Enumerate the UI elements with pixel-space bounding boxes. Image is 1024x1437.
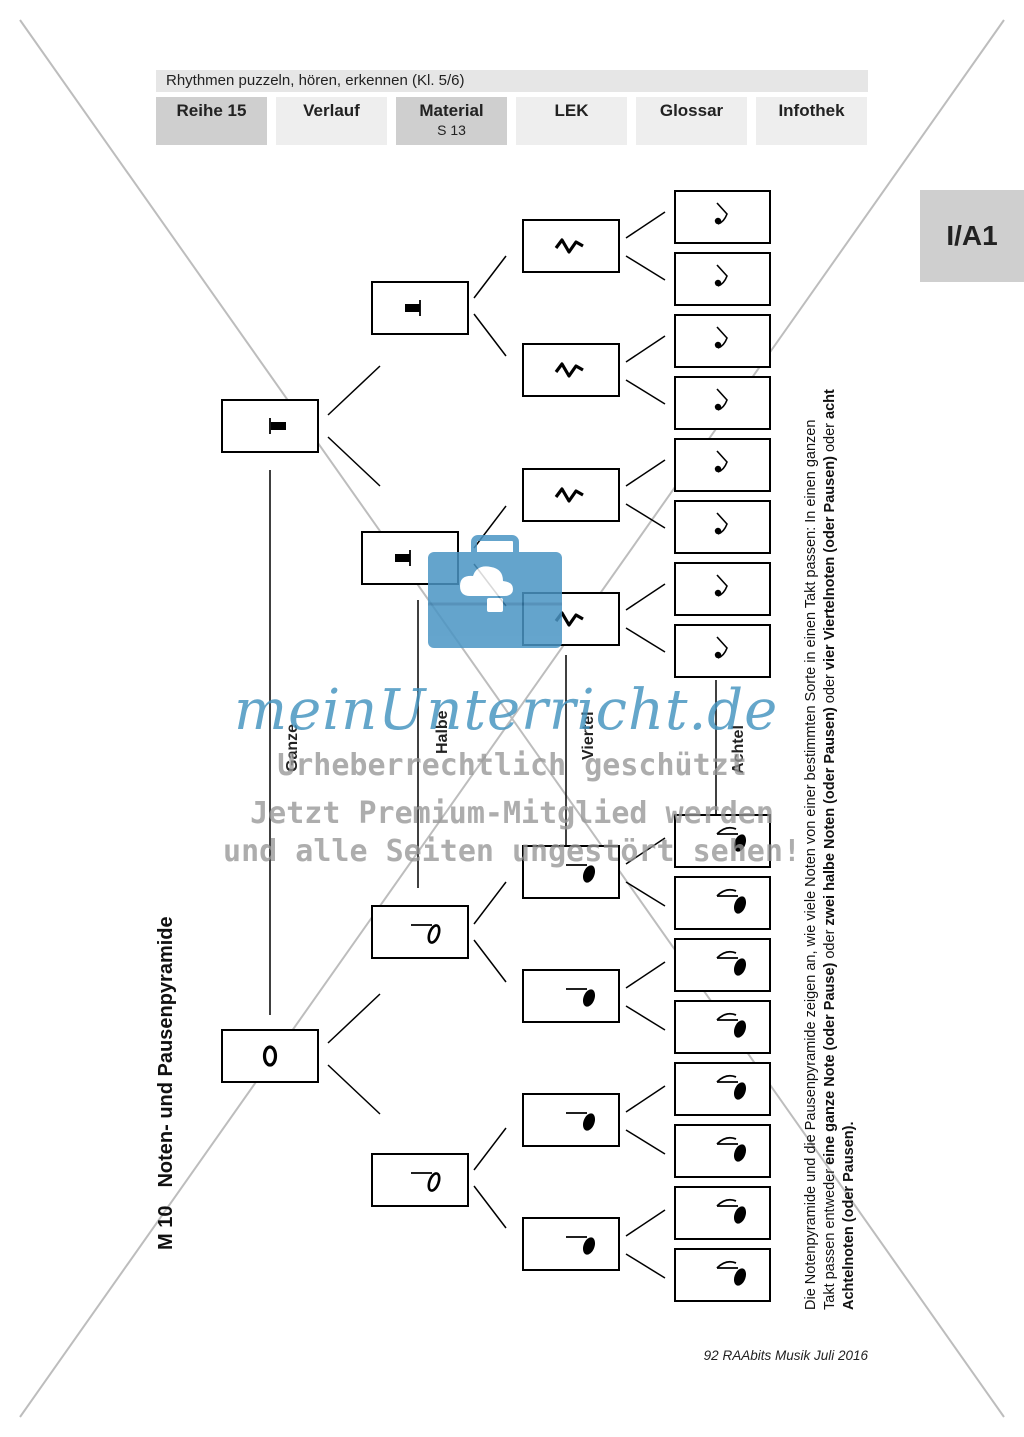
tab-material[interactable]: Material S 13	[396, 97, 507, 145]
worksheet-heading: Noten- und Pausenpyramide	[155, 916, 177, 1188]
description-emphasis: eine ganze Note (oder Pause)	[822, 962, 838, 1165]
series-title: Rhythmen puzzeln, hören, erkennen (Kl. 5…	[156, 70, 868, 92]
tab-infothek-label: Infothek	[778, 101, 845, 120]
tab-material-label: Material	[419, 101, 484, 120]
watermark-copyright: Urheberrechtlich geschützt	[277, 748, 747, 783]
watermark-site: meinUnterricht.de	[234, 678, 779, 743]
tab-glossar[interactable]: Glossar	[636, 97, 747, 145]
worksheet-title: M 10 Noten- und Pausenpyramide	[155, 916, 178, 1250]
side-tab-section: I/A1	[920, 190, 1024, 282]
description-emphasis: acht	[822, 389, 838, 419]
tab-lek[interactable]: LEK	[516, 97, 627, 145]
description-emphasis: Achtelnoten (oder Pausen).	[841, 1121, 857, 1310]
description-text: oder	[822, 418, 838, 457]
description-text: Takt passen entweder	[822, 1164, 838, 1310]
tab-infothek[interactable]: Infothek	[756, 97, 867, 145]
worksheet-number: M 10	[155, 1205, 177, 1250]
nav-tabs: Reihe 15 Verlauf Material S 13 LEK Glossa…	[156, 97, 868, 145]
watermark-view-all: und alle Seiten ungestört sehen!	[223, 834, 801, 869]
watermark-premium: Jetzt Premium-Mitglied werden	[250, 796, 774, 831]
page-footer: 92 RAAbits Musik Juli 2016	[703, 1348, 868, 1363]
tab-glossar-label: Glossar	[659, 101, 724, 120]
description-text: oder	[822, 925, 838, 963]
tab-verlauf[interactable]: Verlauf	[276, 97, 387, 145]
description-emphasis: vier Viertelnoten (oder Pausen)	[822, 456, 838, 671]
tab-reihe[interactable]: Reihe 15	[156, 97, 267, 145]
tab-lek-label: LEK	[554, 101, 589, 120]
tab-material-page: S 13	[437, 122, 466, 138]
description-text: oder	[822, 670, 838, 708]
tab-reihe-label: Reihe 15	[176, 101, 247, 120]
tab-verlauf-label: Verlauf	[303, 101, 360, 120]
